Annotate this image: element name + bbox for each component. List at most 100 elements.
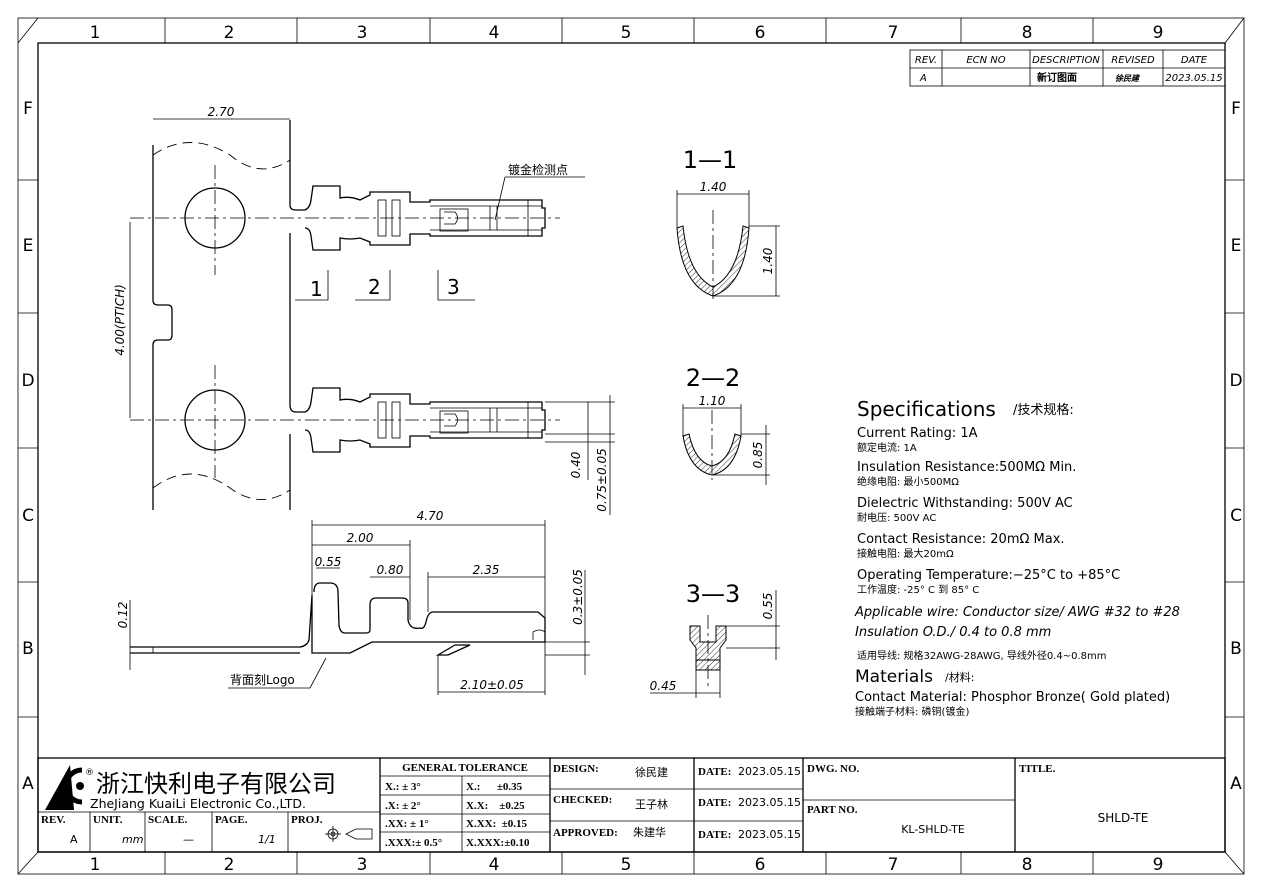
tolerance-angle: .X: ± 2°	[385, 800, 421, 812]
dim-080: 0.80	[377, 563, 404, 577]
section-3-label: 3—3	[686, 580, 741, 608]
title-block: ® 浙江快利电子有限公司 ZheJiang KuaiLi Electronic …	[37, 757, 1226, 853]
spec-item-en: Current Rating: 1A	[857, 426, 978, 441]
approved-label: APPROVED:	[553, 827, 618, 839]
grid-col: 5	[621, 855, 632, 875]
description-value: 新订图面	[1037, 71, 1077, 84]
grid-row: C	[1230, 506, 1242, 526]
dim-235: 2.35	[473, 563, 500, 577]
grid-col: 4	[489, 23, 500, 43]
spec-wire: Applicable wire: Conductor size/ AWG #32…	[854, 605, 1180, 620]
grid-col: 6	[755, 855, 766, 875]
terminal-top	[304, 185, 546, 251]
page-value: 1/1	[258, 833, 276, 846]
rev-header: REV.	[915, 55, 937, 66]
company-name-cn: 浙江快利电子有限公司	[96, 770, 336, 798]
grid-row: E	[23, 236, 34, 256]
section-2-height: 0.85	[751, 442, 765, 469]
spec-item-cn: 接触电阻: 最大20mΩ	[857, 547, 954, 560]
grid-col: 7	[888, 855, 899, 875]
specifications: Specifications /技术规格: Current Rating: 1A…	[854, 397, 1180, 718]
date-header: DATE	[1181, 55, 1208, 66]
design-date: 2023.05.15	[738, 765, 801, 778]
grid-row: A	[1230, 774, 1242, 794]
dim-h040: 0.40	[569, 451, 583, 478]
revised-value: 徐民建	[1115, 74, 1141, 83]
dim-055: 0.55	[315, 555, 342, 569]
title-value: SHLD-TE	[1098, 811, 1149, 825]
company-logo	[45, 765, 84, 810]
grid-col: 2	[224, 855, 235, 875]
unit-label: UNIT.	[93, 814, 123, 826]
spec-title: Specifications	[857, 397, 996, 421]
tolerance-linear: X.X: ±0.25	[466, 800, 525, 812]
grid-row: E	[1231, 236, 1242, 256]
projection-symbol-icon	[325, 826, 373, 842]
tolerance-angle: X.: ± 3°	[385, 781, 421, 793]
grid-col: 9	[1153, 855, 1164, 875]
rev-value: A	[70, 833, 78, 846]
material-cn: 接触端子材料: 磷铜(镀金)	[855, 705, 969, 718]
checked-label: CHECKED:	[553, 794, 612, 806]
material: Contact Material: Phosphor Bronze( Gold …	[855, 690, 1170, 705]
spec-item-cn: 额定电流: 1A	[857, 441, 917, 454]
grid-row: D	[21, 371, 34, 391]
date-label: DATE:	[698, 829, 731, 841]
spec-item-cn: 绝缘电阻: 最小500MΩ	[857, 475, 959, 488]
grid-col: 7	[888, 23, 899, 43]
grid-col: 5	[621, 23, 632, 43]
spec-title-cn: /技术规格:	[1013, 402, 1074, 418]
drawing-frame: 1 2 3 4 5 6 7 8 9 1 2 3 4 5 6 7 8 9 F E …	[17, 17, 1245, 875]
grid-col: 2	[224, 23, 235, 43]
grid-row: F	[1231, 99, 1241, 119]
grid-row: D	[1229, 371, 1242, 391]
unit-value: mm	[122, 833, 143, 846]
grid-col: 4	[489, 855, 500, 875]
section-2-label: 2—2	[686, 364, 741, 392]
section-mark-3: 3	[447, 275, 460, 299]
grid-col: 3	[357, 855, 368, 875]
projection-label: PROJ.	[291, 814, 323, 826]
section-mark-1: 1	[310, 277, 323, 301]
dim-210: 2.10±0.05	[460, 678, 524, 692]
section-3-width: 0.45	[650, 679, 677, 693]
plating-point-label: 镀金检测点	[508, 162, 568, 177]
date-value: 2023.05.15	[1165, 73, 1222, 84]
date-label: DATE:	[698, 766, 731, 778]
tolerance-angle: .XX: ± 1°	[385, 818, 429, 830]
section-3-height: 0.55	[761, 593, 775, 620]
dim-03: 0.3±0.05	[571, 569, 585, 625]
section-2-width: 1.10	[699, 394, 726, 408]
plan-view: 2.70 4.00(PTICH) 镀金检测点 1 2 3 0.40 0.75±0…	[113, 105, 615, 515]
grid-col: 9	[1153, 23, 1164, 43]
dim-pitch: 4.00(PTICH)	[113, 284, 127, 356]
spec-item-en: Insulation Resistance:500MΩ Min.	[857, 460, 1076, 475]
section-1-label: 1—1	[683, 146, 738, 174]
section-1-height: 1.40	[761, 247, 775, 274]
spec-item-cn: 工作温度: -25° C 到 85° C	[857, 583, 979, 596]
grid-col: 1	[90, 23, 101, 43]
dwg-no-label: DWG. NO.	[807, 763, 860, 775]
materials-title-cn: /材料:	[945, 670, 974, 684]
rev-value: A	[919, 73, 927, 84]
section-1-width: 1.40	[700, 180, 727, 194]
grid-col: 8	[1022, 23, 1033, 43]
company-name-en: ZheJiang KuaiLi Electronic Co.,LTD.	[90, 796, 306, 811]
grid-col: 6	[755, 23, 766, 43]
dim-width: 2.70	[208, 105, 235, 119]
spec-item-cn: 耐电压: 500V AC	[857, 511, 936, 524]
ecn-header: ECN NO	[966, 55, 1005, 66]
page-label: PAGE.	[215, 814, 248, 826]
dim-total: 4.70	[417, 509, 444, 523]
tolerance-linear: X.XX: ±0.15	[466, 818, 528, 830]
grid-col: 3	[357, 23, 368, 43]
dim-h075: 0.75±0.05	[595, 448, 609, 512]
grid-row: A	[22, 774, 34, 794]
rev-label: REV.	[41, 814, 66, 826]
grid-row: C	[22, 506, 34, 526]
tolerance-linear: X.XXX:±0.10	[466, 837, 530, 849]
checked-date: 2023.05.15	[738, 796, 801, 809]
spec-item-en: Operating Temperature:−25°C to +85°C	[857, 568, 1120, 583]
grid-row: B	[1230, 639, 1242, 659]
